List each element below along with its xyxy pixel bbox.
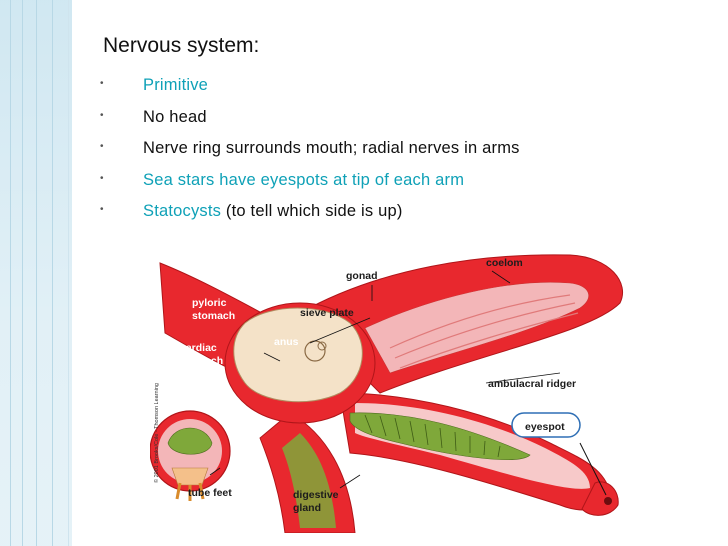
bullet-item: • Sea stars have eyespots at tip of each … <box>100 168 520 200</box>
eyespot-arm-tip <box>581 481 619 516</box>
bullet-text: Sea stars have eyespots at tip of each a… <box>143 170 465 189</box>
bullet-item: • Primitive <box>100 73 520 105</box>
bullet-item: • No head <box>100 105 520 137</box>
bullet-dot: • <box>100 141 104 152</box>
label-coelom: coelom <box>486 257 523 269</box>
label-anus: anus <box>274 336 299 348</box>
slide-title: Nervous system: <box>103 34 260 57</box>
label-pyloric: pyloric <box>192 297 227 309</box>
label-ambulacral-ridger: ambulacral ridger <box>488 378 576 390</box>
diagram-copyright: © 2001 Brooks/Cole - Thomson Learning <box>153 383 160 483</box>
label-digestive: digestive <box>293 489 339 501</box>
label-cardiac: cardiac <box>180 342 217 354</box>
label-gonad: gonad <box>346 270 378 282</box>
bullet-text: Primitive <box>143 76 209 94</box>
arm-cross-section <box>150 410 231 501</box>
label-gland: gland <box>293 502 321 514</box>
bullet-text: No head <box>143 107 207 126</box>
sea-star-anatomy-diagram: gonad coelom pyloric stomach sieve plate… <box>150 254 623 533</box>
pyloric-stomach <box>233 307 363 403</box>
decorative-side-band <box>0 0 72 546</box>
bullet-dot: • <box>100 109 104 121</box>
bullet-item: • Statocysts (to tell which side is up) <box>100 199 520 231</box>
bullet-item: • Nerve ring surrounds mouth; radial nerv… <box>100 136 520 168</box>
label-sieve-plate: sieve plate <box>300 307 354 319</box>
label-eyespot: eyespot <box>525 421 565 433</box>
label-tube-feet: tube feet <box>188 487 232 499</box>
bullet-list: • Primitive • No head • Nerve ring surrounds … <box>100 73 520 231</box>
bullet-text: Nerve ring surrounds mouth; radial nerve… <box>143 139 520 157</box>
bullet-text: (to tell which side is up) <box>221 202 403 220</box>
eyespot-highlight-ring <box>511 412 581 438</box>
bullet-text: Statocysts <box>143 202 222 220</box>
bullet-dot: • <box>100 172 104 184</box>
digestive-gland <box>349 412 531 460</box>
bullet-dot: • <box>100 78 104 89</box>
bullet-dot: • <box>100 204 104 215</box>
label-cardiac-stomach: stomach <box>180 355 223 367</box>
label-pyloric-stomach: stomach <box>192 310 235 322</box>
